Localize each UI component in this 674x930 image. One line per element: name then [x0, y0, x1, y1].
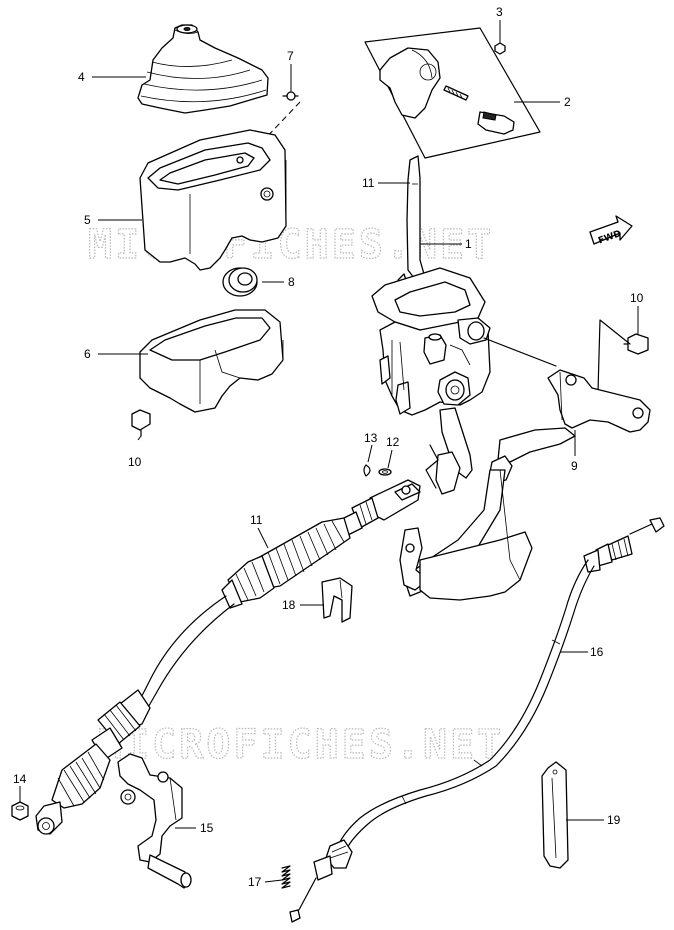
bolt-10-guide — [597, 319, 631, 393]
part-15-nut — [11, 801, 29, 821]
part-17-select-cable — [289, 517, 665, 923]
callout-7: 7 — [287, 49, 294, 63]
callout-5: 5 — [84, 213, 91, 227]
part-20-strap — [541, 761, 569, 869]
part-5-upper-cover — [139, 129, 287, 271]
part-18-spring — [281, 865, 291, 889]
part-10-bolt-right — [623, 333, 649, 355]
callouts: 4 5 6 7 8 3 2 11 1 10 10 9 13 12 11 18 1… — [13, 5, 644, 889]
callout-3: 3 — [496, 5, 503, 19]
callout-10-left: 10 — [128, 455, 142, 469]
part-8-grommet — [222, 267, 258, 297]
callout-11: 11 — [362, 176, 375, 190]
watermark-bottom: MICROFICHES.NET — [98, 722, 504, 768]
cable-end-fitting — [339, 479, 421, 537]
part-16-bracket — [117, 753, 192, 889]
fwd-arrow-icon: FWD — [589, 215, 633, 246]
part-6-lower-cover — [139, 309, 284, 413]
callout-14: 13 — [364, 431, 378, 445]
part-3-nut — [494, 42, 506, 55]
callout-16: 15 — [200, 821, 214, 835]
callout-8: 8 — [288, 275, 295, 289]
callout-15: 14 — [13, 772, 27, 786]
part-13-clip — [378, 468, 392, 476]
callout-2: 2 — [564, 95, 571, 109]
select-arm — [425, 407, 473, 495]
callout-10-right: 10 — [630, 291, 644, 305]
part-14-clip — [363, 464, 371, 477]
part-4-boot — [137, 24, 269, 114]
part-2-knob-assembly — [364, 27, 541, 159]
callout-20: 19 — [607, 813, 621, 827]
part-9-bracket — [399, 369, 651, 601]
callout-12: 11 — [250, 513, 263, 527]
callout-17: 16 — [590, 645, 604, 659]
part-12-shift-cable — [35, 517, 351, 835]
part-19-clip — [321, 577, 353, 623]
shifter-housing — [371, 267, 491, 416]
callout-19: 18 — [282, 598, 296, 612]
part-10-bolt-left — [131, 409, 151, 437]
housing-guide — [483, 337, 557, 367]
callout-13: 12 — [386, 435, 400, 449]
part-7-screw — [282, 91, 299, 101]
leader-lines — [19, 20, 639, 883]
callout-9: 9 — [571, 459, 578, 473]
callout-4: 4 — [78, 70, 85, 84]
callout-18: 17 — [248, 875, 262, 889]
callout-6: 6 — [84, 347, 91, 361]
callout-1: 1 — [465, 237, 472, 251]
